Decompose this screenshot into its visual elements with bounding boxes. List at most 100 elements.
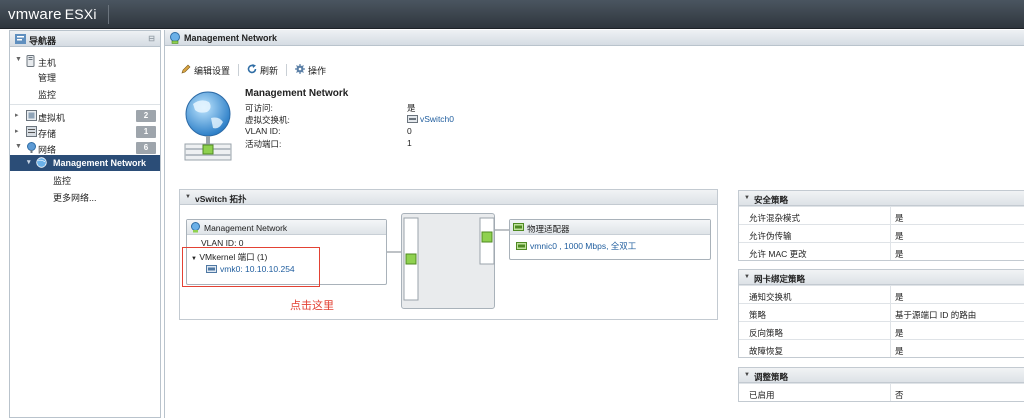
nav-item-label: 监控 — [38, 90, 57, 100]
nav-item-label: 虚拟机 — [38, 113, 66, 123]
section-header[interactable]: ▼ 调整策略 — [739, 368, 1024, 383]
collapse-triangle-icon[interactable]: ▼ — [744, 372, 750, 378]
vswitch-link[interactable]: vSwitch0 — [420, 114, 455, 124]
policy-key: 策略 — [749, 310, 767, 320]
button-label: 操作 — [308, 65, 327, 76]
expand-down-icon[interactable]: ▼ — [15, 56, 22, 63]
vmnic-item[interactable]: vmnic0 , 1000 Mbps, 全双工 — [516, 240, 636, 252]
policy-row: 通知交换机 是 — [739, 285, 1024, 303]
network-globe-icon — [183, 90, 233, 168]
vswitch-link-wrap[interactable]: vSwitch0 — [407, 114, 454, 125]
navigator-icon — [15, 34, 26, 46]
vmk-item[interactable]: vmk0: 10.10.10.254 — [206, 264, 295, 275]
vlan-id-label: VLAN ID: 0 — [201, 238, 244, 248]
policy-key: 允许 MAC 更改 — [749, 249, 807, 259]
policy-key: 允许混杂模式 — [749, 213, 801, 223]
edit-settings-button[interactable]: 编辑设置 — [181, 64, 238, 77]
policy-value: 否 — [895, 390, 904, 400]
vmnic-link[interactable]: vmnic0 , 1000 Mbps, 全双工 — [530, 241, 637, 251]
collapse-triangle-icon[interactable]: ▼ — [744, 274, 750, 280]
nav-item-network[interactable]: ▼ 网络 6 — [10, 140, 160, 156]
collapse-triangle-icon[interactable]: ▼ — [185, 194, 191, 200]
vmk-address-link[interactable]: vmk0: 10.10.10.254 — [220, 264, 295, 274]
policy-value: 是 — [895, 231, 904, 241]
policy-key: 通知交换机 — [749, 292, 792, 302]
nav-item-host[interactable]: ▼ 主机 — [10, 53, 160, 69]
navigator-panel: 导航器 ⊟ ▼ 主机 管理 监控 ▸ 虚拟机 2 ▸ 存储 1 ▼ — [9, 30, 161, 418]
policy-row: 允许混杂模式是 — [739, 206, 1024, 224]
summary-value: 是 — [407, 103, 416, 113]
section-header[interactable]: ▼ vSwitch 拓扑 — [180, 190, 717, 205]
security-policy-section: ▼ 安全策略 允许混杂模式是 允许伪传输是 允许 MAC 更改是 — [738, 190, 1024, 261]
nav-item-label: 更多网络... — [53, 193, 97, 203]
navigator-header: 导航器 ⊟ — [10, 31, 160, 47]
button-label: 刷新 — [260, 65, 279, 76]
button-label: 编辑设置 — [194, 65, 231, 76]
navigator-title: 导航器 — [29, 36, 57, 46]
portgroup-box: Management Network VLAN ID: 0 ▼ VMkernel… — [186, 219, 387, 285]
policy-row: 已启用否 — [739, 383, 1024, 401]
nav-item-more-networks[interactable]: 更多网络... — [10, 188, 160, 204]
section-header[interactable]: ▼ 网卡绑定策略 — [739, 270, 1024, 285]
physical-adapters-box: 物理适配器 vmnic0 , 1000 Mbps, 全双工 — [509, 219, 711, 260]
nav-item-label: 网络 — [38, 145, 57, 155]
brand-name: vmware — [8, 6, 62, 23]
adapters-title: 物理适配器 — [527, 224, 570, 234]
product-name: ESXi — [64, 6, 97, 22]
section-title: vSwitch 拓扑 — [195, 194, 247, 204]
nav-item-storage[interactable]: ▸ 存储 1 — [10, 124, 160, 140]
vswitch-topology-section: ▼ vSwitch 拓扑 Management Network VLAN ID:… — [179, 189, 718, 320]
virtual-switch-box — [401, 213, 495, 309]
nav-item-management-network[interactable]: ▾ Management Network — [10, 155, 160, 171]
collapse-triangle-icon[interactable]: ▼ — [744, 195, 750, 201]
summary-key: 可访问: — [245, 103, 273, 113]
policy-key: 反向策略 — [749, 328, 784, 338]
summary-key: 虚拟交换机: — [245, 115, 290, 125]
nav-item-monitor[interactable]: 监控 — [10, 85, 160, 101]
section-header[interactable]: ▼ 安全策略 — [739, 191, 1024, 206]
toolbar: 编辑设置 刷新 操作 — [181, 63, 334, 77]
refresh-button[interactable]: 刷新 — [247, 64, 286, 77]
refresh-icon — [247, 64, 257, 76]
nav-item-label: 主机 — [38, 58, 57, 68]
expand-down-icon[interactable]: ▾ — [27, 159, 31, 166]
policy-value: 是 — [895, 292, 904, 302]
collapse-icon[interactable]: ⊟ — [148, 34, 155, 43]
main-header: Management Network — [165, 30, 1024, 46]
summary-value: 1 — [407, 138, 412, 148]
summary-key: VLAN ID: — [245, 126, 281, 136]
actions-button[interactable]: 操作 — [295, 64, 334, 77]
storage-icon — [26, 126, 37, 139]
portgroup-name: Management Network — [204, 223, 288, 233]
nav-item-manage[interactable]: 管理 — [10, 68, 160, 84]
adapters-header: 物理适配器 — [510, 220, 710, 235]
switch-ports — [403, 217, 495, 301]
network-icon — [190, 222, 201, 235]
nav-item-vms[interactable]: ▸ 虚拟机 2 — [10, 108, 160, 124]
page-title: Management Network — [184, 33, 278, 43]
section-title: 网卡绑定策略 — [754, 274, 806, 284]
expand-right-icon[interactable]: ▸ — [15, 112, 19, 119]
section-title: 调整策略 — [754, 372, 789, 382]
expand-right-icon[interactable]: ▸ — [15, 128, 19, 135]
nav-item-network-monitor[interactable]: 监控 — [10, 171, 160, 187]
policy-row: 策略 基于源端口 ID 的路由 — [739, 303, 1024, 321]
vmkernel-ports-label: VMkernel 端口 (1) — [199, 252, 268, 262]
policy-value: 基于源端口 ID 的路由 — [895, 310, 977, 320]
pencil-icon — [181, 64, 191, 76]
expand-down-icon[interactable]: ▼ — [15, 143, 22, 150]
nav-item-label: Management Network — [53, 158, 147, 168]
gear-icon — [295, 64, 306, 76]
policy-value: 是 — [895, 249, 904, 259]
vmkernel-ports-toggle[interactable]: ▼ VMkernel 端口 (1) — [191, 251, 267, 263]
globe-icon — [36, 157, 47, 170]
toolbar-divider — [286, 64, 288, 76]
count-badge: 1 — [136, 126, 156, 138]
toolbar-divider — [238, 64, 240, 76]
vm-icon — [26, 110, 37, 123]
nav-item-label: 存储 — [38, 129, 57, 139]
switch-icon — [407, 115, 418, 125]
annotation-highlight-box — [182, 247, 320, 287]
